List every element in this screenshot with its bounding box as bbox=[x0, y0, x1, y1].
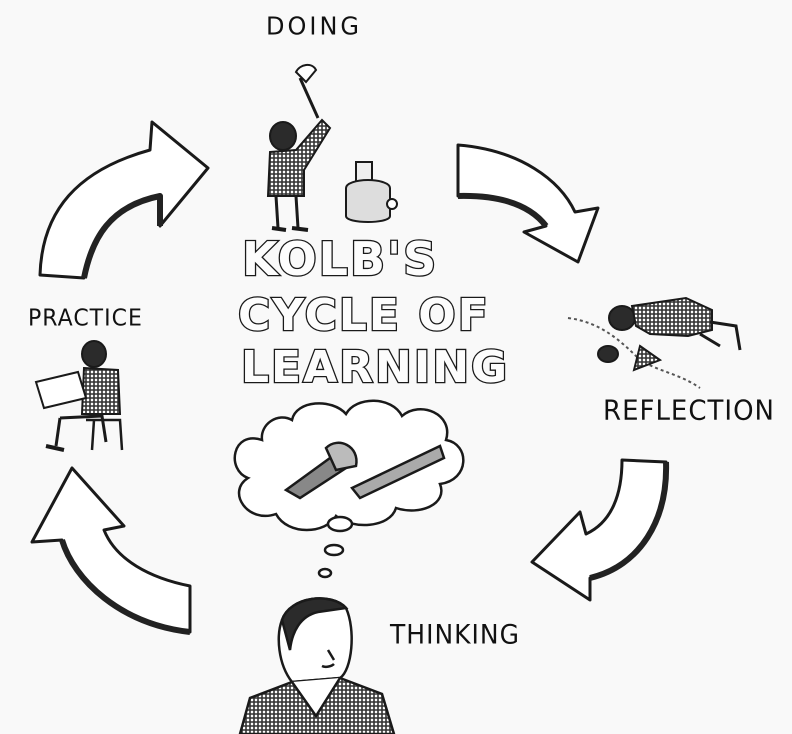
diagram-title-line-3: LEARNING bbox=[240, 341, 510, 395]
man-thinking-icon bbox=[238, 597, 396, 734]
man-reading-on-stool-icon bbox=[34, 340, 124, 452]
stage-label-thinking: THINKING bbox=[390, 619, 520, 650]
stage-label-reflection: REFLECTION bbox=[603, 395, 775, 427]
thought-cloud-axe-saw-icon bbox=[233, 399, 465, 579]
diagram-title-line-2: CYCLE OF bbox=[237, 289, 490, 343]
stage-label-doing: DOING bbox=[266, 11, 362, 41]
stage-label-practice: PRACTICE bbox=[28, 305, 143, 332]
man-kneeling-reflecting-icon bbox=[567, 296, 742, 389]
man-chopping-wood-icon bbox=[266, 64, 398, 232]
diagram-title-line-1: KOLB'S bbox=[241, 231, 439, 288]
